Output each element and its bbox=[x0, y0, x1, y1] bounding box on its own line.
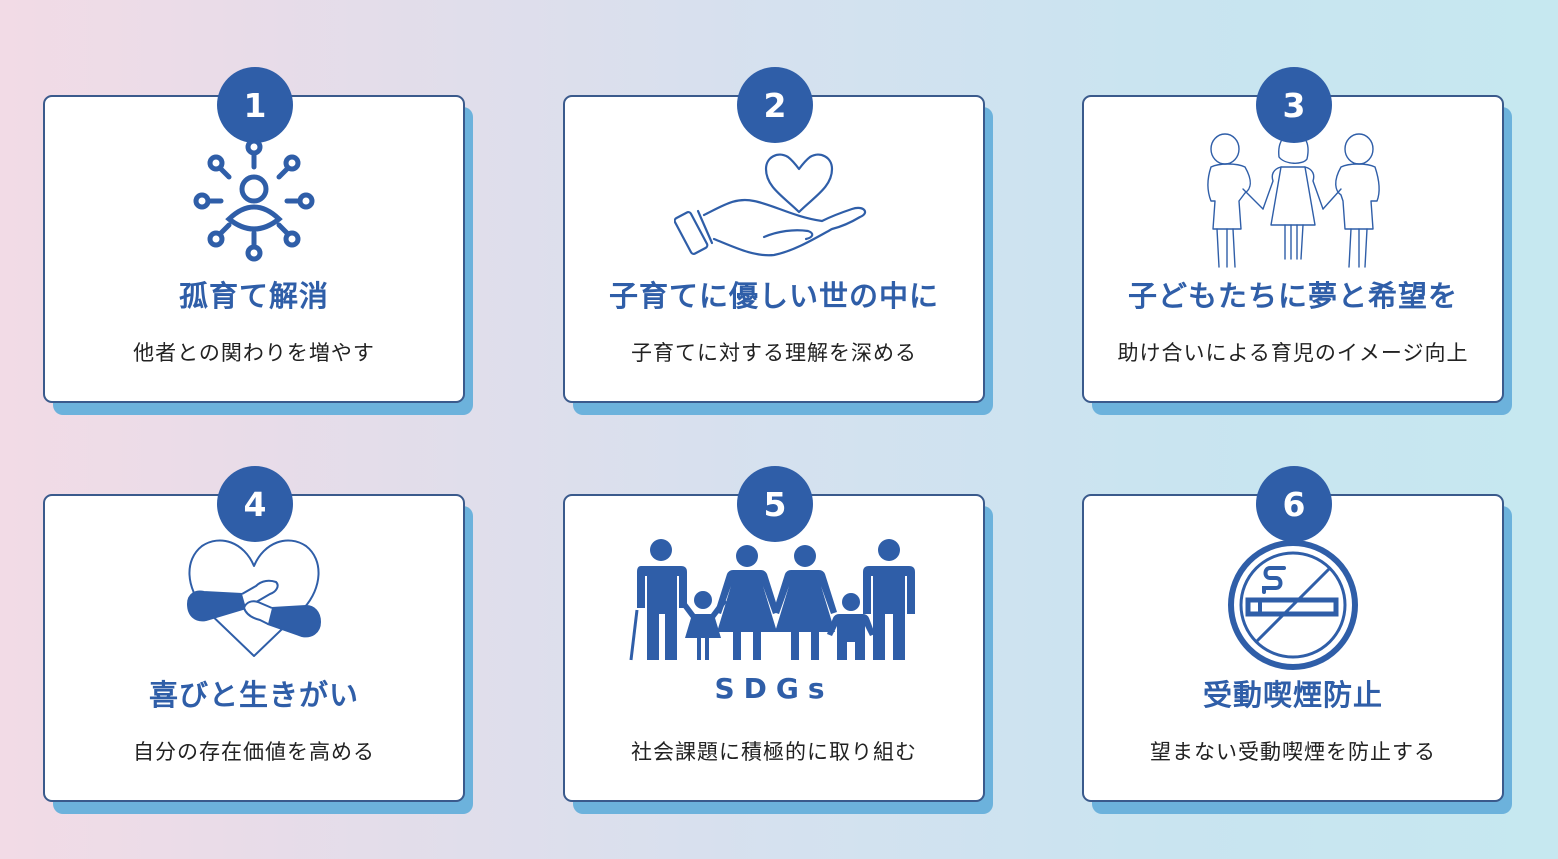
card-5: 5 bbox=[563, 466, 993, 814]
card-title: 喜びと生きがい bbox=[148, 678, 359, 712]
card-body: 3 子どもたちに夢と希望を 助け合いによる育児のイメージ向上 bbox=[1082, 67, 1504, 403]
card-3: 3 子どもたちに夢と希望を 助け合いによる育児のイメージ向上 bbox=[1082, 67, 1512, 415]
family-icon bbox=[565, 538, 983, 664]
card-subtitle: 助け合いによる育児のイメージ向上 bbox=[1117, 341, 1469, 365]
card-subtitle: 望まない受動喫煙を防止する bbox=[1150, 740, 1436, 764]
card-title: 子育てに優しい世の中に bbox=[608, 279, 939, 313]
number-badge: 4 bbox=[217, 466, 293, 542]
heart-hug-icon bbox=[45, 536, 463, 660]
no-smoking-icon bbox=[1084, 538, 1502, 672]
number-badge: 6 bbox=[1256, 466, 1332, 542]
number-badge: 2 bbox=[737, 67, 813, 143]
number-badge: 1 bbox=[217, 67, 293, 143]
card-subtitle: 子育てに対する理解を深める bbox=[631, 341, 917, 365]
card-body: 2 子育てに優しい世の中に 子育てに対する理解を深める bbox=[563, 67, 985, 403]
card-subtitle: 他者との関わりを増やす bbox=[133, 341, 375, 365]
hand-heart-icon bbox=[565, 147, 983, 257]
card-subtitle: 社会課題に積極的に取り組む bbox=[631, 740, 917, 764]
card-body: 1 孤育て解消 他者との関わりを増やす bbox=[43, 67, 465, 403]
card-title: 受動喫煙防止 bbox=[1202, 678, 1383, 712]
card-2: 2 子育てに優しい世の中に 子育てに対する理解を深める bbox=[563, 67, 993, 415]
number-badge: 3 bbox=[1256, 67, 1332, 143]
card-body: 5 bbox=[563, 466, 985, 802]
card-title: 子どもたちに夢と希望を bbox=[1127, 279, 1458, 313]
number-badge: 5 bbox=[737, 466, 813, 542]
card-title: SDGs bbox=[714, 672, 834, 705]
card-title: 孤育て解消 bbox=[178, 279, 329, 313]
network-person-icon bbox=[45, 139, 463, 263]
children-holding-hands-icon bbox=[1084, 129, 1502, 274]
card-body: 4 喜びと生きがい 自分の存在価値を高める bbox=[43, 466, 465, 802]
card-4: 4 喜びと生きがい 自分の存在価値を高める bbox=[43, 466, 473, 814]
card-1: 1 孤育て解消 他者との関わりを増やす bbox=[43, 67, 473, 415]
card-subtitle: 自分の存在価値を高める bbox=[133, 740, 375, 764]
card-6: 6 受動喫煙防止 望まない受動喫煙を防止する bbox=[1082, 466, 1512, 814]
card-body: 6 受動喫煙防止 望まない受動喫煙を防止する bbox=[1082, 466, 1504, 802]
